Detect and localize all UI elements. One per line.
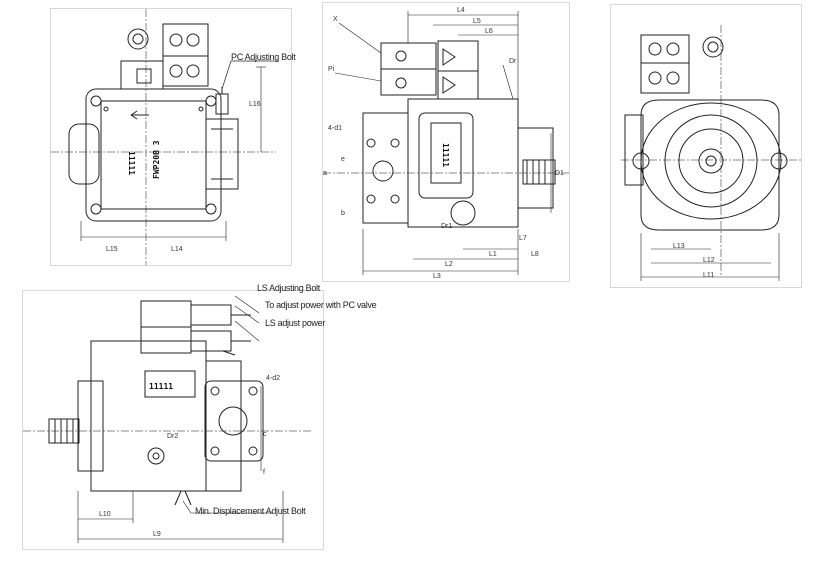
dim-l8: L8 [531, 251, 539, 258]
min-displacement-bolt-callout: Min. Displacement Adjust Bolt [195, 506, 306, 516]
dim-l16: L16 [249, 101, 261, 108]
dim-l15: L15 [106, 246, 118, 253]
port-4-d2: 4-d2 [266, 375, 281, 382]
ls-adjusting-bolt-note: LS Adjusting Bolt [257, 283, 320, 293]
port-dr1: Dr1 [441, 223, 453, 230]
side-stamp-digits: 11111 [441, 143, 450, 167]
port-e: e [341, 156, 345, 163]
dim-l4: L4 [457, 7, 465, 14]
bottom-view-panel: 11111 LS Adjusting Bolt To adjust power … [22, 284, 377, 550]
port-f: f [263, 469, 265, 476]
bottom-stamp-digits: 11111 [149, 382, 173, 391]
front-stamp-digits: 11111 [127, 151, 136, 175]
dim-l11: L11 [703, 272, 715, 279]
dim-l13: L13 [673, 243, 685, 250]
front-view-panel: 11111 FWP20B 3 PC Adjusting Bolt L16 L15… [50, 8, 296, 266]
bottom-view-drawing: 11111 [23, 295, 313, 543]
ls-power-note: LS adjust power [265, 318, 326, 328]
pc-adjusting-bolt-callout: PC Adjusting Bolt [231, 52, 296, 62]
dim-l7: L7 [519, 235, 527, 242]
pc-valve-note: To adjust power with PC valve [265, 300, 377, 310]
port-a: a [323, 170, 327, 177]
port-b: b [341, 210, 345, 217]
rear-view-panel: L13 L12 L11 [610, 4, 802, 288]
port-pi: Pi [328, 66, 335, 73]
dim-l5: L5 [473, 18, 481, 25]
dim-l6: L6 [485, 28, 493, 35]
dim-l12: L12 [703, 257, 715, 264]
dim-d1: D1 [555, 170, 564, 177]
side-view-panel: 11111 L4 L5 L6 X Pi Dr 4-d1 e a b D1 Dr1… [322, 2, 570, 282]
port-4-d1: 4-d1 [328, 125, 343, 132]
dim-l2: L2 [445, 261, 453, 268]
dim-l10: L10 [99, 511, 111, 518]
dim-l9: L9 [153, 531, 161, 538]
rear-view-drawing [621, 25, 801, 281]
port-dr: Dr [509, 58, 517, 65]
front-stamp-code: FWP20B 3 [152, 140, 161, 179]
side-view-drawing: 11111 [323, 11, 569, 275]
port-x: X [333, 16, 338, 23]
dim-l3: L3 [433, 273, 441, 280]
front-view-drawing: 11111 FWP20B 3 [51, 9, 279, 265]
port-dr2: Dr2 [167, 433, 179, 440]
dim-l14: L14 [171, 246, 183, 253]
dim-l1: L1 [489, 251, 497, 258]
port-c: c [263, 431, 267, 438]
